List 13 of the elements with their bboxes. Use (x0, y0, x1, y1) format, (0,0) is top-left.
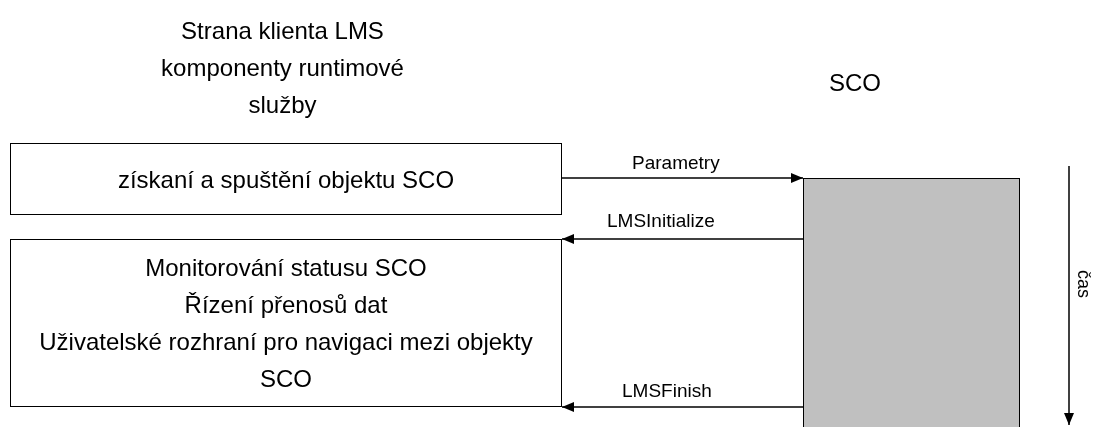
arrow (561, 234, 804, 244)
lifeline-bar (803, 178, 1020, 427)
process-box (10, 143, 562, 215)
column-heading: Strana klienta LMS komponenty runtimové služby (160, 16, 405, 120)
column-heading: SCO (828, 68, 882, 98)
box-text: Uživatelské rozhraní pro navigaci mezi objekty SCO (38, 327, 534, 394)
axis-label: čas (1075, 270, 1093, 298)
arrow (561, 402, 804, 412)
box-text: Řízení přenosů dat (183, 290, 389, 320)
process-box (10, 239, 562, 407)
box-text: získaní a spuštění objektu SCO (117, 164, 455, 195)
arrow (561, 173, 804, 183)
box-text: Monitorování statusu SCO (144, 253, 428, 283)
